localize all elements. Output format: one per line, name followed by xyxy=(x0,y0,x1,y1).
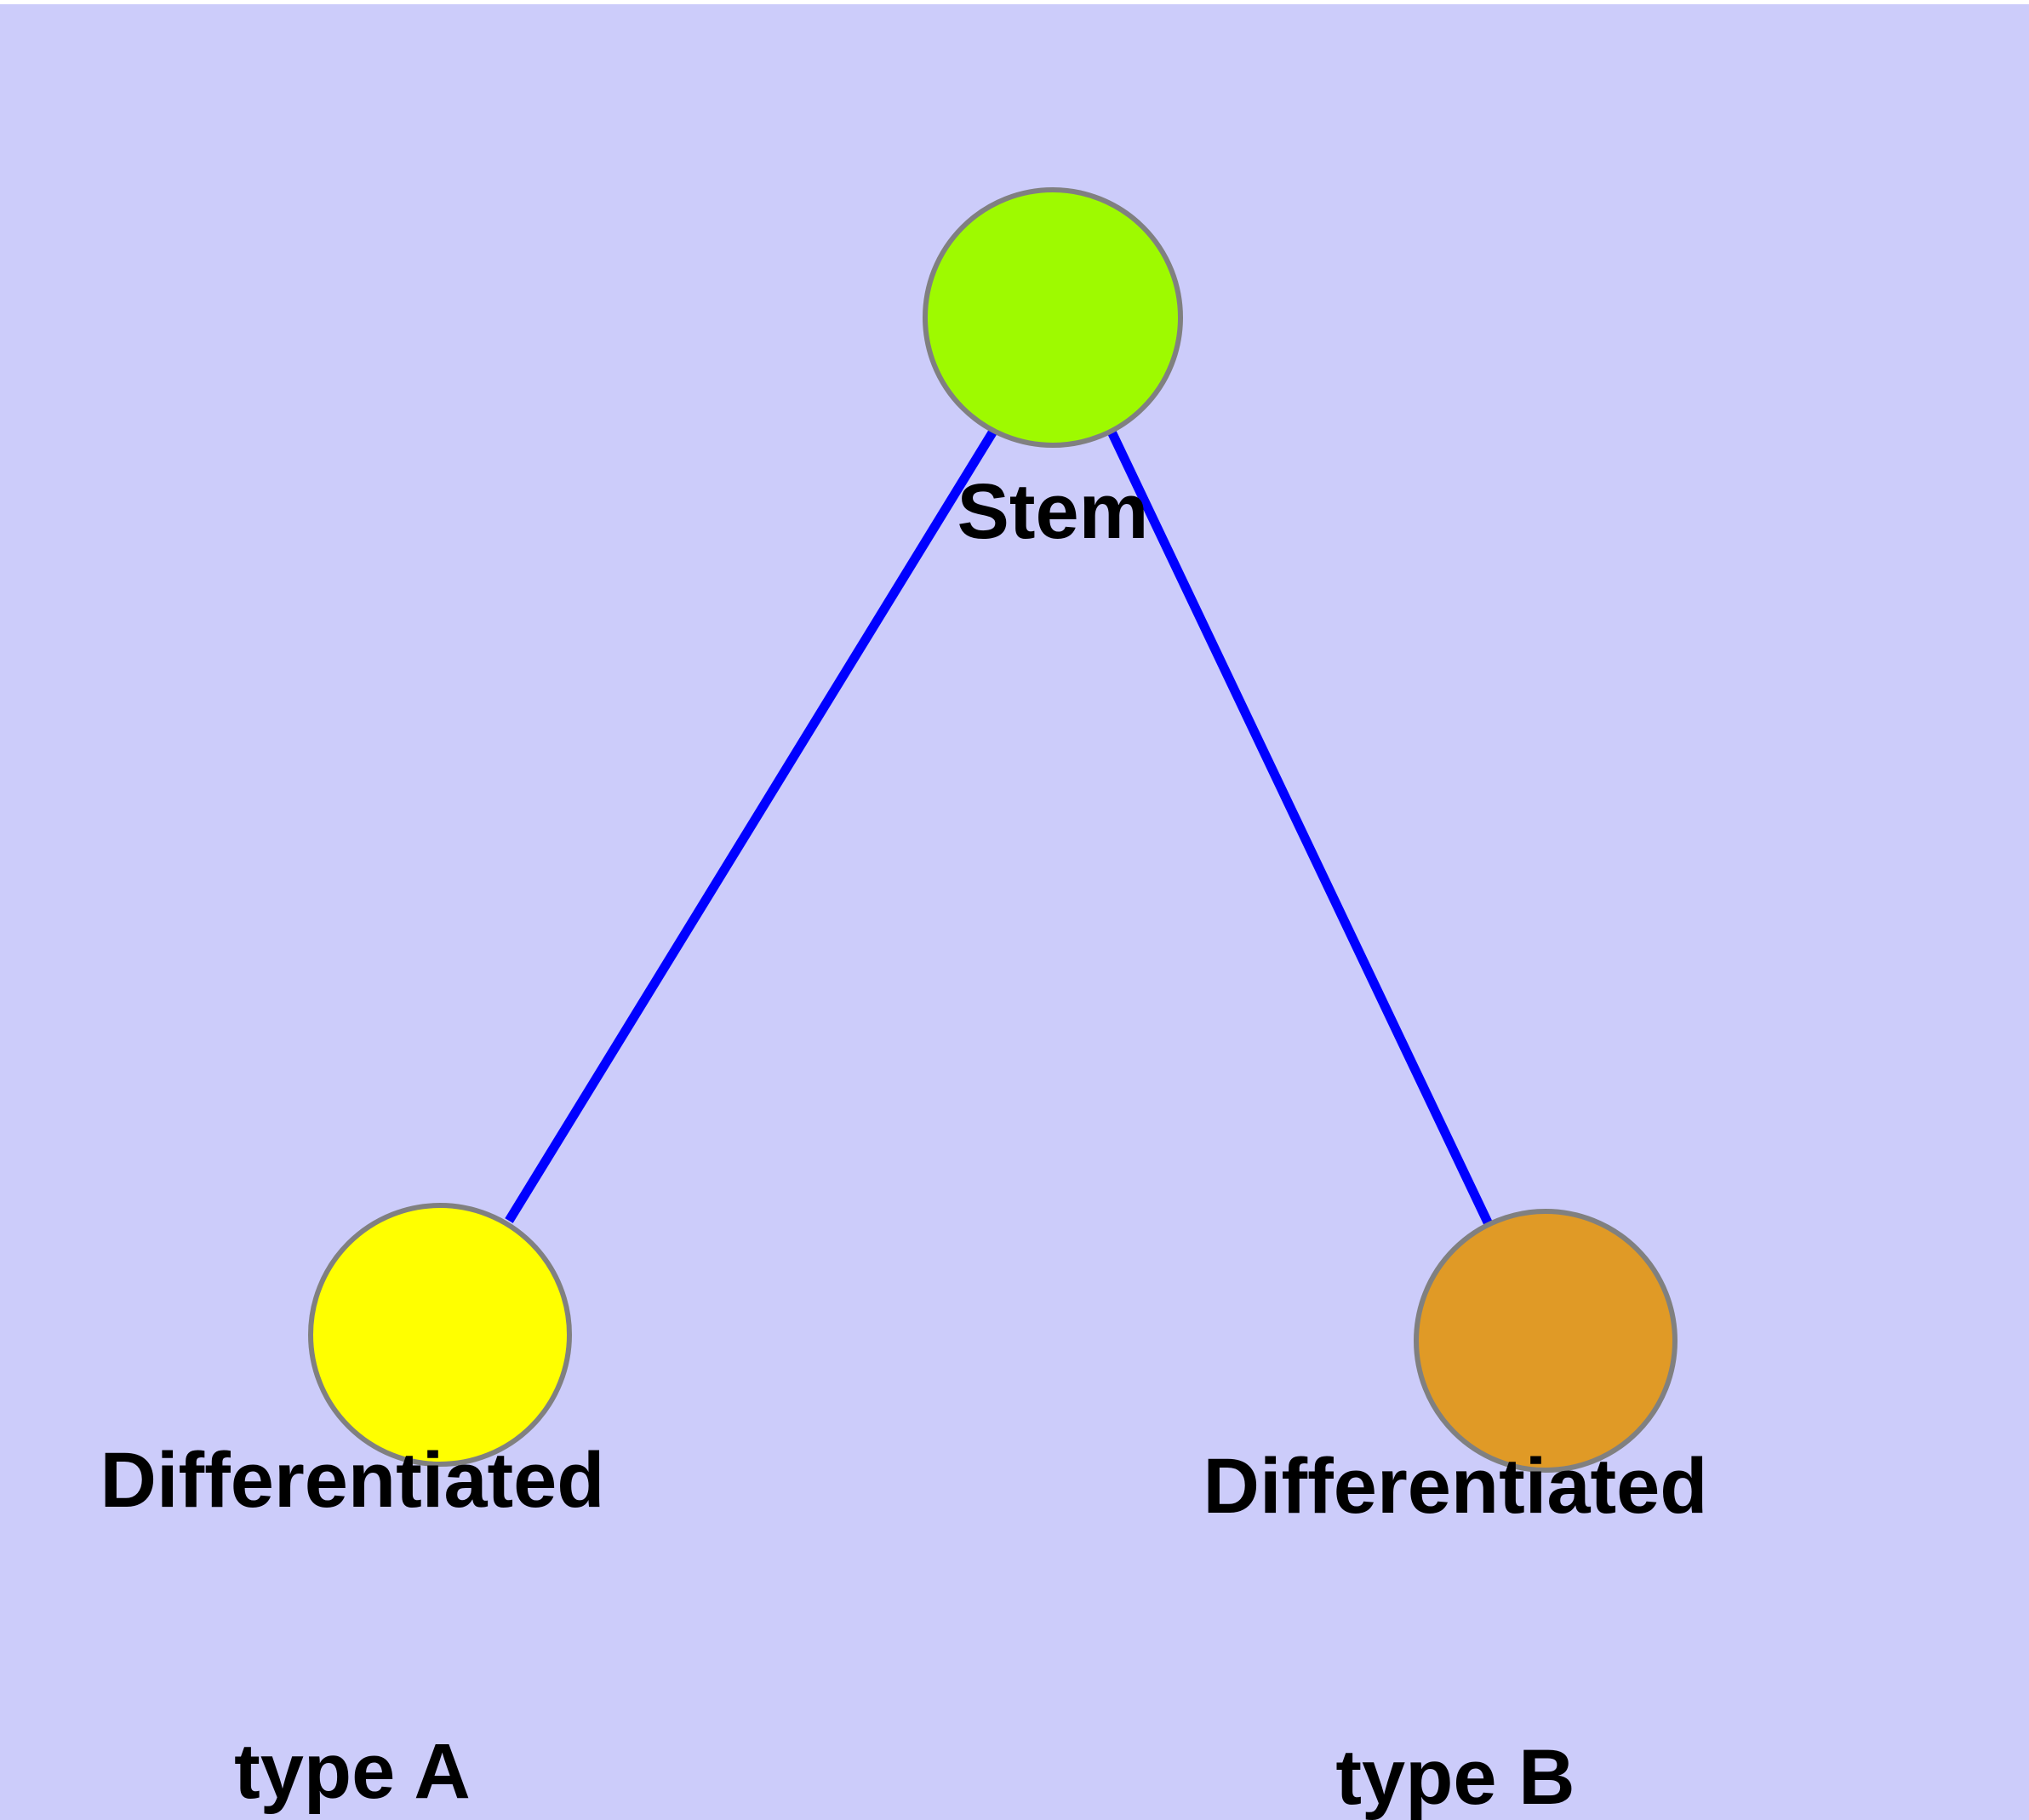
node-circle-differentiated-type-b[interactable] xyxy=(1414,1209,1677,1473)
node-layer xyxy=(308,187,1677,1473)
node-circle-stem[interactable] xyxy=(923,187,1183,448)
edge-stem-to-type-a[interactable] xyxy=(505,427,998,1223)
edge-stem-to-type-b[interactable] xyxy=(1106,427,1493,1227)
node-circle-differentiated-type-a[interactable] xyxy=(308,1203,572,1467)
edge-layer xyxy=(505,427,1493,1227)
top-white-strip xyxy=(0,0,2029,4)
